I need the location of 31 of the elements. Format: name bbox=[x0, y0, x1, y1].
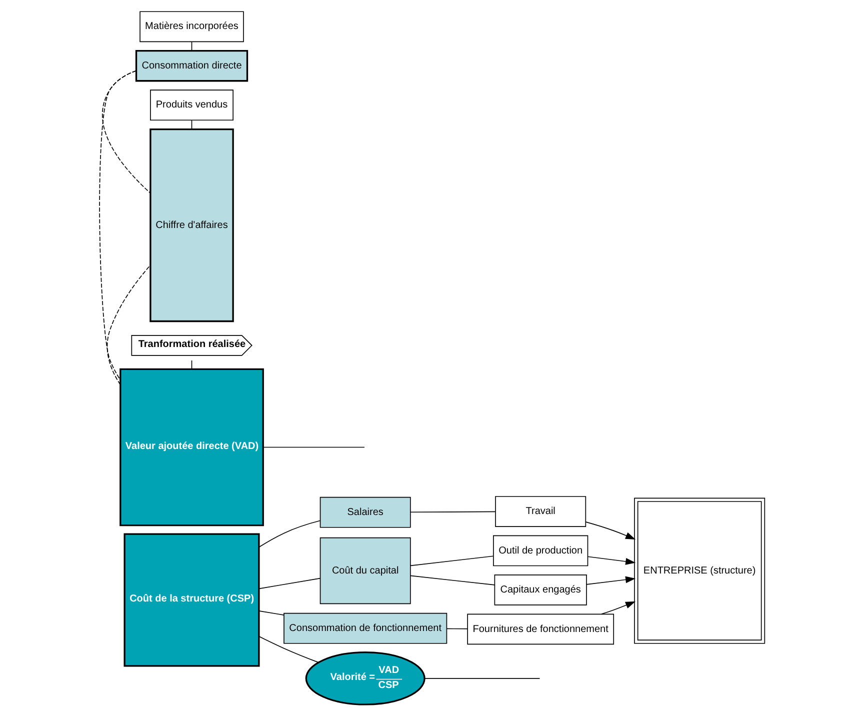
node-box: Matières incorporées bbox=[140, 11, 244, 42]
node-box: Fournitures de fonctionnement bbox=[467, 614, 614, 645]
node-box: Coût du capital bbox=[320, 537, 411, 604]
node-box: Valeur ajoutée directe (VAD) bbox=[120, 368, 264, 526]
node-box: Chiffre d'affaires bbox=[150, 128, 234, 322]
connector bbox=[410, 511, 496, 513]
connector bbox=[446, 628, 468, 630]
connector bbox=[258, 636, 319, 663]
node-box: Capitaux engagés bbox=[494, 574, 587, 606]
node-box: Produits vendus bbox=[150, 90, 234, 121]
node-box: ENTREPRISE (structure) bbox=[634, 498, 766, 644]
connector bbox=[410, 575, 496, 586]
connector bbox=[262, 446, 365, 448]
arrow bbox=[587, 556, 636, 565]
connector bbox=[102, 70, 151, 194]
node-box: Coût de la structure (CSP) bbox=[124, 533, 260, 667]
node-box: Consommation directe bbox=[135, 50, 248, 82]
connector bbox=[106, 264, 151, 386]
arrow bbox=[586, 576, 636, 585]
connector bbox=[410, 556, 494, 566]
node-box: Consommation de fonctionnement bbox=[284, 612, 448, 644]
connector bbox=[424, 678, 540, 679]
node-box: Salaires bbox=[320, 496, 411, 528]
node-box: Outil de production bbox=[493, 535, 588, 566]
arrow bbox=[585, 522, 636, 540]
connector bbox=[191, 120, 192, 130]
node-box: Travail bbox=[495, 496, 586, 527]
arrow bbox=[601, 601, 636, 614]
connector bbox=[258, 578, 321, 590]
connector bbox=[258, 520, 321, 548]
connector bbox=[258, 610, 284, 616]
